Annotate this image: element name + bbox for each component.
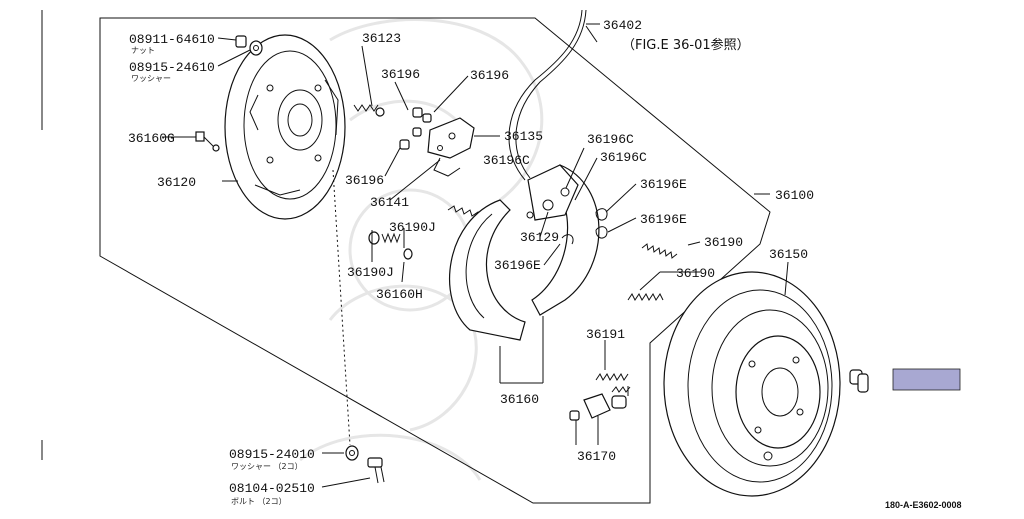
drum-plug	[849, 369, 869, 393]
backing-plate	[224, 34, 346, 220]
label-36190J-b: 36190J	[347, 265, 394, 280]
clips-36196E	[561, 208, 608, 245]
label-08911-64610: 08911-64610	[129, 32, 215, 47]
label-36196E-a: 36196E	[640, 177, 687, 192]
label-36191: 36191	[586, 327, 625, 342]
label-36190-b: 36190	[676, 266, 715, 281]
label-36160G: 36160G	[128, 131, 175, 146]
label-nut-jp: ナット	[131, 46, 155, 55]
brake-shoe-left	[449, 199, 526, 341]
washer-bolt-lower	[345, 445, 385, 484]
label-36160: 36160	[500, 392, 539, 407]
assembly-frame	[99, 17, 771, 504]
label-36190J-a: 36190J	[389, 220, 436, 235]
brake-drum-36150	[663, 271, 841, 497]
bolts-36196	[399, 107, 432, 150]
spring-pin-36190J	[368, 231, 413, 260]
label-36120: 36120	[157, 175, 196, 190]
label-36160H: 36160H	[376, 287, 423, 302]
label-36196C-a: 36196C	[483, 153, 530, 168]
label-08915-24010: 08915-24010	[229, 447, 315, 462]
label-36402: 36402	[603, 18, 642, 33]
label-36196C-c: 36196C	[600, 150, 647, 165]
highlight-box	[892, 368, 961, 391]
bolt-36160G	[180, 131, 220, 152]
figure-reference: （FIG.E 36-01参照）	[622, 37, 750, 53]
label-36196C-b: 36196C	[587, 132, 634, 147]
label-36196-a: 36196	[381, 67, 420, 82]
label-36196-b: 36196	[470, 68, 509, 83]
brake-shoe-right	[526, 164, 600, 316]
spring-36123	[353, 104, 385, 117]
lever-36135	[427, 117, 475, 177]
label-08104-02510: 08104-02510	[229, 481, 315, 496]
nut-washer-top	[235, 35, 263, 56]
wheel-cylinder-36170	[569, 393, 627, 421]
part-labels: 08911-64610 ナット 08915-24610 ワッシャー 36123 …	[128, 18, 962, 510]
drawing-code: 180-A-E3602-0008	[885, 500, 962, 510]
springs-36190	[627, 243, 678, 301]
label-36196E-c: 36196E	[494, 258, 541, 273]
label-36100: 36100	[775, 188, 814, 203]
label-08915-24610: 08915-24610	[129, 60, 215, 75]
label-36150: 36150	[769, 247, 808, 262]
label-36170: 36170	[577, 449, 616, 464]
label-washer-jp: ワッシャー	[131, 74, 171, 83]
leader-lines	[162, 23, 789, 488]
label-36190-a: 36190	[704, 235, 743, 250]
label-36196-c: 36196	[345, 173, 384, 188]
springs-36191	[595, 373, 631, 396]
label-bolt-2-jp: ボルト （2コ）	[231, 497, 287, 506]
label-36196E-b: 36196E	[640, 212, 687, 227]
label-36123: 36123	[362, 31, 401, 46]
label-36135: 36135	[504, 129, 543, 144]
parking-cable-36402	[508, 9, 587, 181]
alignment-line	[332, 169, 351, 446]
label-36129: 36129	[520, 230, 559, 245]
label-36141: 36141	[370, 195, 409, 210]
label-washer-2-jp: ワッシャー （2コ）	[231, 462, 303, 471]
